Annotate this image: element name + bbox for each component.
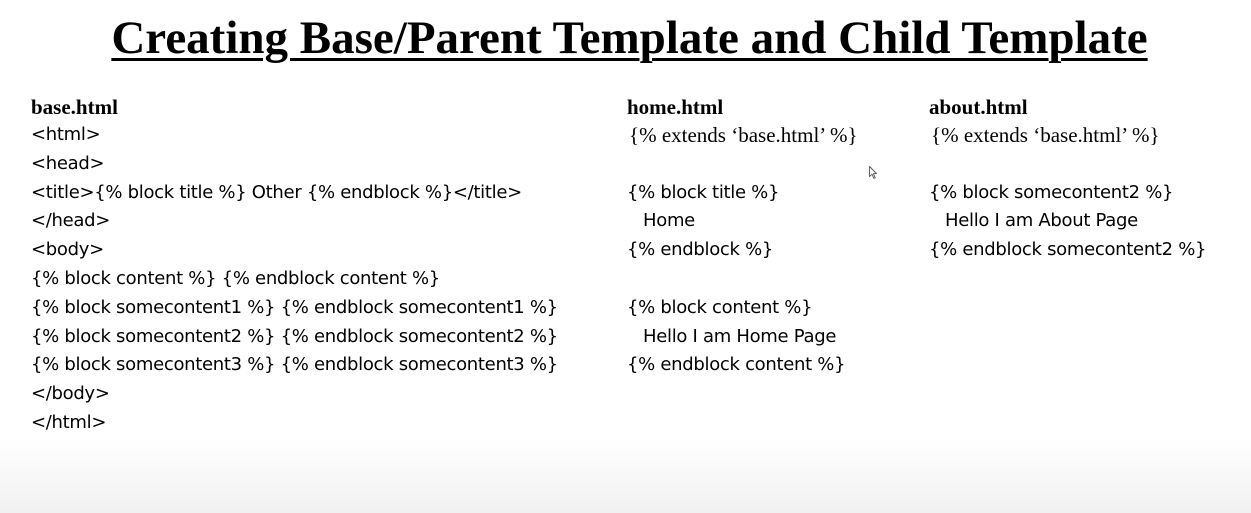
code-line: <body> (31, 239, 104, 261)
code-line: </body> (31, 383, 110, 405)
slide-title-text: Creating Base/Parent Template and Child … (111, 12, 1148, 64)
about-template-column: about.html {% extends ‘base.html’ %} {% … (929, 93, 1207, 265)
code-line: Home (643, 210, 695, 232)
code-line: <title>{% block title %} Other {% endblo… (31, 181, 522, 203)
code-line: {% endblock %} (627, 239, 774, 261)
slide-title: Creating Base/Parent Template and Child … (0, 10, 1251, 66)
blank-line (929, 150, 1206, 179)
code-line: {% endblock content %} (627, 354, 846, 376)
code-line: {% block somecontent2 %} (929, 181, 1174, 203)
code-line: </html> (31, 411, 107, 433)
blank-line (627, 265, 858, 294)
home-template-column: home.html {% extends ‘base.html’ %} {% b… (627, 93, 858, 380)
code-line: {% block somecontent1 %} {% endblock som… (31, 296, 558, 318)
code-line: {% endblock somecontent2 %} (929, 239, 1207, 261)
base-template-column: base.html <html> <head> <title>{% block … (31, 93, 558, 438)
code-line: </head> (31, 210, 111, 232)
home-template-heading: home.html (627, 95, 724, 119)
about-template-heading: about.html (929, 95, 1028, 119)
code-line: Hello I am About Page (945, 210, 1138, 232)
code-line: {% block somecontent3 %} {% endblock som… (31, 354, 558, 376)
base-template-heading: base.html (31, 95, 118, 119)
extends-line: {% extends ‘base.html’ %} (931, 123, 1160, 147)
code-line: {% block content %} {% endblock content … (31, 267, 440, 289)
code-line: {% block title %} (627, 181, 780, 203)
code-line: Hello I am Home Page (643, 325, 837, 347)
extends-line: {% extends ‘base.html’ %} (629, 123, 858, 147)
code-line: <html> (31, 124, 101, 145)
code-line: {% block somecontent2 %} {% endblock som… (31, 325, 558, 347)
mouse-pointer-icon (869, 166, 877, 179)
code-line: <head> (31, 152, 105, 174)
code-line: {% block content %} (627, 296, 813, 318)
blank-line (627, 150, 858, 179)
